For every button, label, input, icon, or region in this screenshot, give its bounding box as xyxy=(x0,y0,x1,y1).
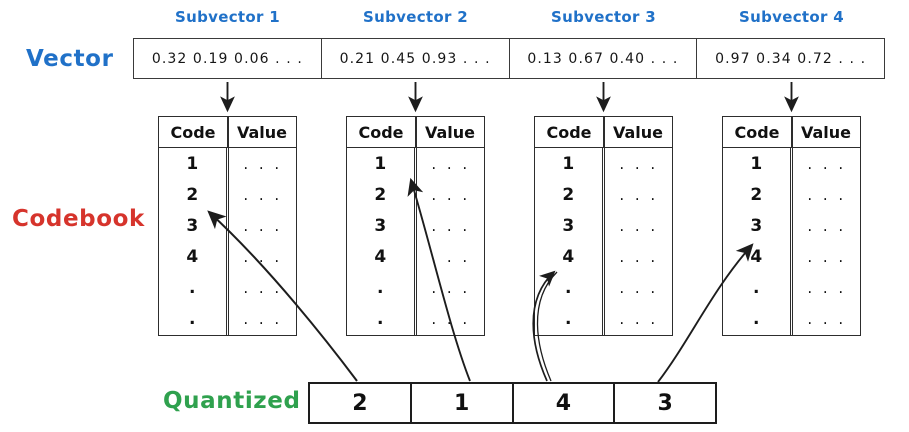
code-cell: 4 xyxy=(159,241,227,273)
table-row: 4 . . . xyxy=(723,241,860,273)
vector-cell-2: 0.21 0.45 0.93 . . . xyxy=(322,39,510,78)
codebook-table-2: Code Value 1 . . . 2 . . . 3 . . . 4 . .… xyxy=(346,116,485,336)
column-divider xyxy=(227,117,229,335)
value-cell: . . . xyxy=(619,248,659,267)
subvector-heading-2: Subvector 2 xyxy=(363,8,468,26)
table-row: 4 . . . xyxy=(535,241,672,273)
value-cell: . . . xyxy=(431,216,471,235)
value-cell: . . . xyxy=(243,248,283,267)
code-cell: 4 xyxy=(347,241,415,273)
quantized-row-label: Quantized xyxy=(163,388,301,414)
code-cell: 1 xyxy=(347,148,415,180)
code-cell: . xyxy=(535,272,603,304)
codebook-table-4: Code Value 1 . . . 2 . . . 3 . . . 4 . .… xyxy=(722,116,861,336)
code-cell: 1 xyxy=(723,148,791,180)
column-header-value: Value xyxy=(800,122,852,142)
code-cell: 4 xyxy=(535,241,603,273)
code-cell: . xyxy=(159,303,227,336)
vector-cell-4: 0.97 0.34 0.72 . . . xyxy=(715,50,867,67)
value-cell: . . . xyxy=(431,248,471,267)
code-cell: . xyxy=(723,272,791,304)
quantized-cell-4: 3 xyxy=(657,390,673,416)
value-cell: . . . xyxy=(243,310,283,329)
column-header-value: Value xyxy=(236,122,288,142)
column-header-code: Code xyxy=(159,117,228,147)
quantized-strip: 2 1 4 3 xyxy=(308,382,717,424)
codebook-body: 1 . . . 2 . . . 3 . . . 4 . . . . . . . … xyxy=(723,148,860,336)
value-cell: . . . xyxy=(431,310,471,329)
vector-strip: 0.32 0.19 0.06 . . . 0.21 0.45 0.93 . . … xyxy=(133,38,885,79)
value-cell: . . . xyxy=(431,279,471,298)
code-cell: . xyxy=(723,303,791,336)
value-cell: . . . xyxy=(619,310,659,329)
code-cell: . xyxy=(347,272,415,304)
quantized-cell-1: 2 xyxy=(310,384,412,422)
table-row: 1 . . . xyxy=(535,148,672,180)
code-cell: 3 xyxy=(159,210,227,242)
table-row: . . . . xyxy=(535,303,672,336)
codebook-table-3: Code Value 1 . . . 2 . . . 3 . . . 4 . .… xyxy=(534,116,673,336)
subvector-heading-3: Subvector 3 xyxy=(551,8,656,26)
value-cell: . . . xyxy=(431,154,471,173)
code-cell: 3 xyxy=(535,210,603,242)
table-row: . . . . xyxy=(723,303,860,336)
vector-cell-1: 0.32 0.19 0.06 . . . xyxy=(134,39,322,78)
codebook-body: 1 . . . 2 . . . 3 . . . 4 . . . . . . . … xyxy=(535,148,672,336)
column-divider xyxy=(791,117,793,335)
vector-row-label: Vector xyxy=(26,46,114,72)
code-cell: . xyxy=(159,272,227,304)
table-row: . . . . xyxy=(535,272,672,304)
subvector-heading-1: Subvector 1 xyxy=(175,8,280,26)
column-divider xyxy=(603,117,605,335)
value-cell: . . . xyxy=(431,185,471,204)
codebook-header-row: Code Value xyxy=(535,117,672,148)
code-cell: . xyxy=(535,303,603,336)
code-cell: 3 xyxy=(347,210,415,242)
vector-cell-3: 0.13 0.67 0.40 . . . xyxy=(510,39,698,78)
column-header-value: Value xyxy=(612,122,664,142)
value-cell: . . . xyxy=(807,154,847,173)
table-row: 2 . . . xyxy=(723,179,860,211)
value-cell: . . . xyxy=(243,154,283,173)
value-cell: . . . xyxy=(619,185,659,204)
value-cell: . . . xyxy=(807,279,847,298)
value-cell: . . . xyxy=(619,279,659,298)
column-header-code: Code xyxy=(347,117,416,147)
codebook-row-label: Codebook xyxy=(12,206,145,232)
value-cell: . . . xyxy=(619,216,659,235)
code-cell: 2 xyxy=(347,179,415,211)
code-cell: 1 xyxy=(535,148,603,180)
code-cell: 1 xyxy=(159,148,227,180)
codebook-table-1: Code Value 1 . . . 2 . . . 3 . . . 4 . .… xyxy=(158,116,297,336)
table-row: . . . . xyxy=(723,272,860,304)
column-header-code: Code xyxy=(535,117,604,147)
table-row: 2 . . . xyxy=(535,179,672,211)
table-row: 2 . . . xyxy=(159,179,296,211)
column-header-value: Value xyxy=(424,122,476,142)
value-cell: . . . xyxy=(807,216,847,235)
table-row: 1 . . . xyxy=(723,148,860,180)
value-cell: . . . xyxy=(243,279,283,298)
code-cell: 3 xyxy=(723,210,791,242)
quantized-cell-2: 1 xyxy=(412,384,514,422)
column-divider xyxy=(415,117,417,335)
column-header-code: Code xyxy=(723,117,792,147)
value-cell: . . . xyxy=(619,154,659,173)
code-cell: 2 xyxy=(535,179,603,211)
table-row: 3 . . . xyxy=(535,210,672,242)
subvector-heading-4: Subvector 4 xyxy=(739,8,844,26)
code-cell: 4 xyxy=(723,241,791,273)
table-row: 3 . . . xyxy=(723,210,860,242)
value-cell: . . . xyxy=(807,310,847,329)
value-cell: . . . xyxy=(243,216,283,235)
table-row: 1 . . . xyxy=(347,148,484,180)
quantized-cell-3: 4 xyxy=(514,384,616,422)
value-cell: . . . xyxy=(807,185,847,204)
value-cell: . . . xyxy=(243,185,283,204)
code-cell: . xyxy=(347,303,415,336)
value-cell: . . . xyxy=(807,248,847,267)
code-cell: 2 xyxy=(723,179,791,211)
table-row: 1 . . . xyxy=(159,148,296,180)
code-cell: 2 xyxy=(159,179,227,211)
